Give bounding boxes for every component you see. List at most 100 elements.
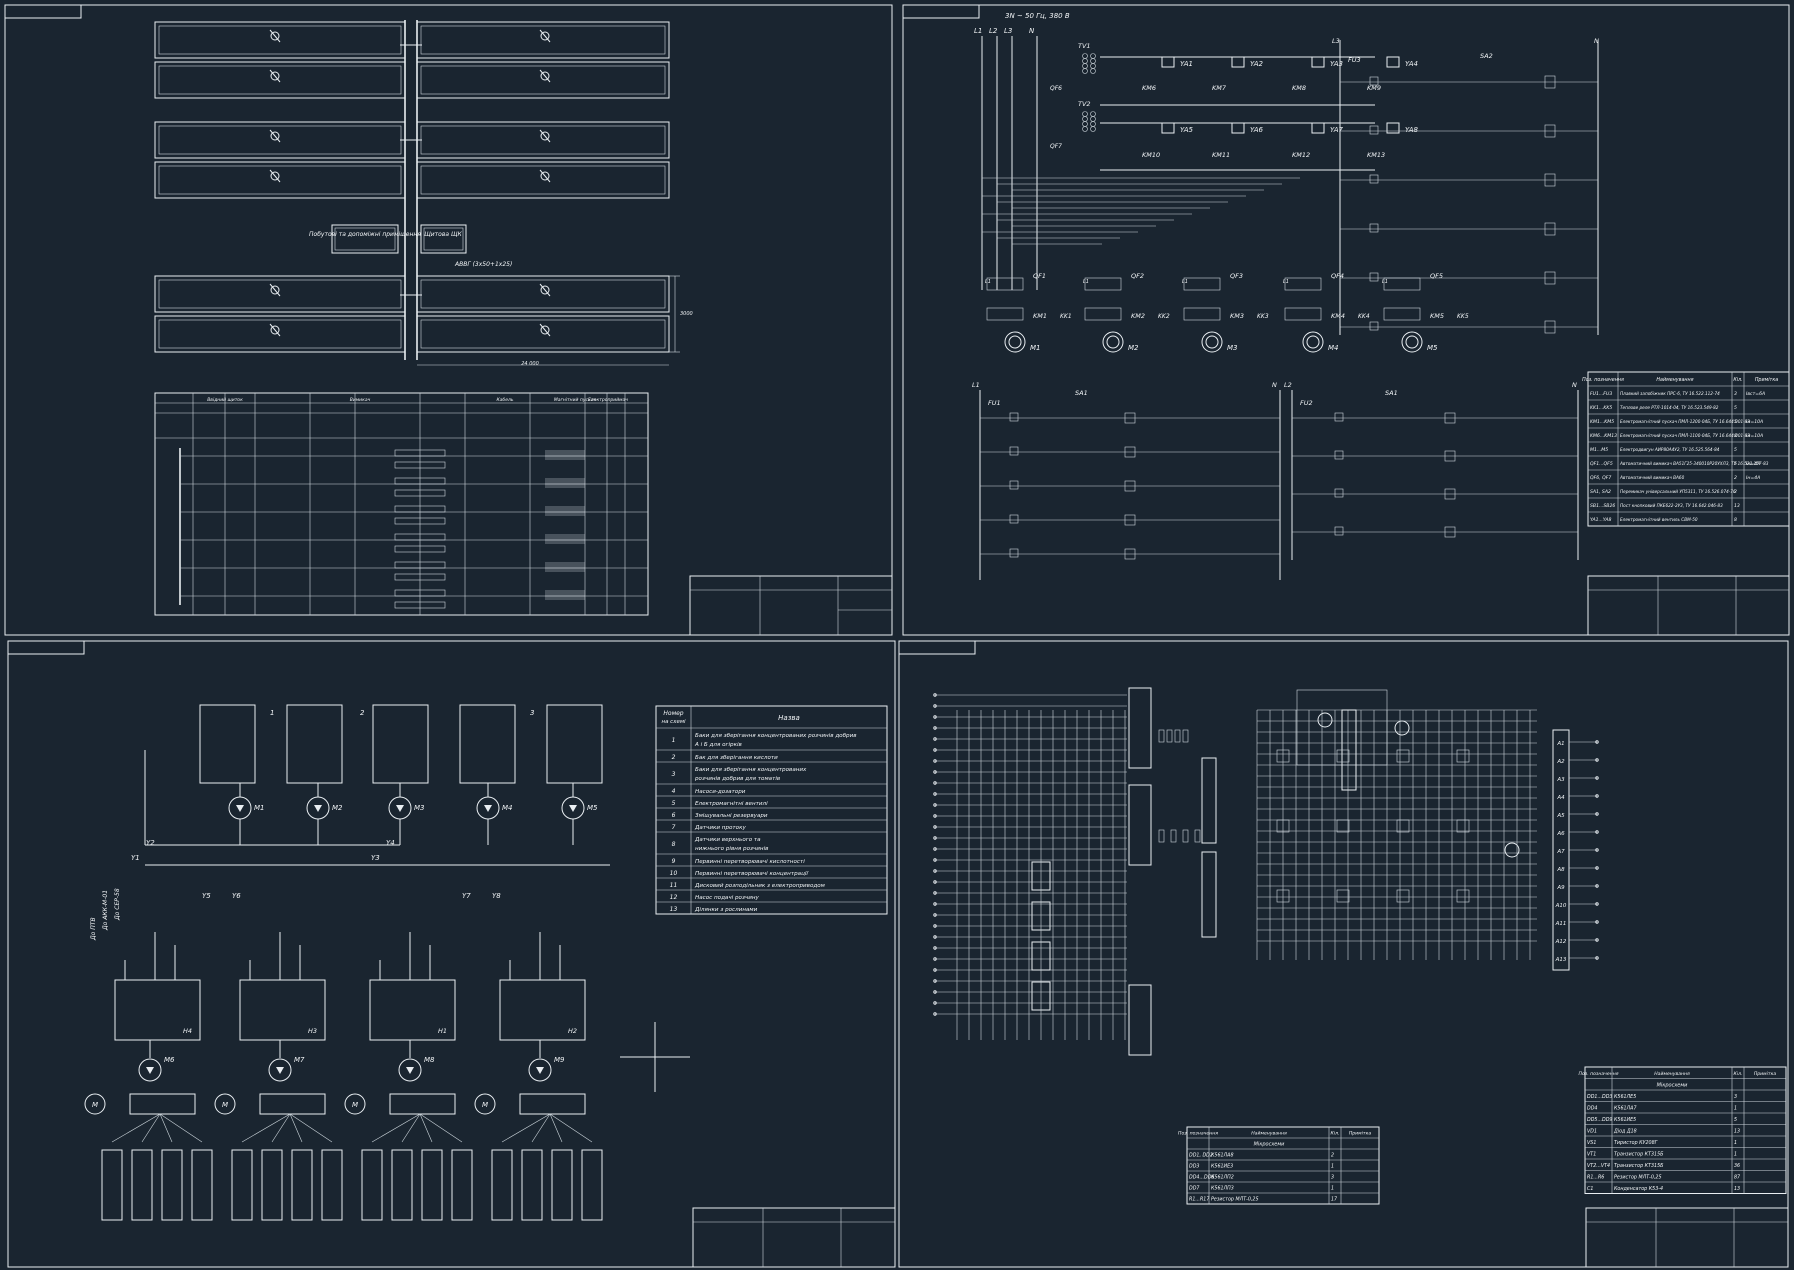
push-button xyxy=(1369,174,1379,184)
disc-distributor xyxy=(259,1093,326,1115)
motor-label: M4 xyxy=(1328,344,1339,352)
phase-label: L1 xyxy=(974,27,982,35)
spec4a-cell: 3 xyxy=(1331,1175,1334,1181)
logic-gate xyxy=(1276,889,1290,903)
starter-cell xyxy=(394,489,446,497)
spec-cell: Пост кнопковий ПКЕ622-2У3, ТУ 16.642.046… xyxy=(1620,503,1723,508)
starter-block xyxy=(986,307,1024,321)
spec-cell: KM6...KM13 xyxy=(1590,433,1617,439)
spec-cell: Iн=4А xyxy=(1746,461,1760,467)
plant-section xyxy=(451,1149,473,1221)
push-button xyxy=(1334,526,1344,536)
legend-num: 11 xyxy=(670,882,678,889)
connector-pin: А12 xyxy=(1555,939,1567,945)
spec-cell: SA1, SA2 xyxy=(1590,489,1611,495)
terminal-label: L1 xyxy=(1083,279,1089,285)
spec4b-cell: К561ЛЕ5 xyxy=(1614,1094,1636,1100)
breaker-label: QF7 xyxy=(1050,143,1062,150)
phase-label: N xyxy=(1272,381,1277,389)
phase-label: L3 xyxy=(1004,27,1012,35)
spec4a-cell: К561ЛП3 xyxy=(1211,1186,1234,1192)
breaker-block xyxy=(1084,277,1122,291)
input-terminal xyxy=(933,814,937,818)
spec-cell: 3 xyxy=(1734,391,1737,397)
valve-label: Y1 xyxy=(131,854,140,862)
spec4a-cell: 2 xyxy=(1331,1153,1334,1159)
legend-name: Дисковий розподільник з електроприводом xyxy=(694,883,826,889)
solution-pump xyxy=(268,1058,292,1082)
contact-label: KM12 xyxy=(1292,151,1310,159)
input-terminal xyxy=(933,1001,937,1005)
phase-label: N xyxy=(1594,37,1599,45)
spec-header: Примітка xyxy=(1755,377,1778,383)
contact-label: KM7 xyxy=(1212,84,1227,92)
resistor xyxy=(1194,829,1201,843)
sheet-floor-plan: Побутові та допоміжні приміщення Щитова … xyxy=(4,4,893,636)
plant-section xyxy=(321,1149,343,1221)
legend-name: Датчики верхнього та xyxy=(694,837,761,843)
storage-tank xyxy=(546,704,603,784)
plant-section xyxy=(161,1149,183,1221)
plant-section xyxy=(231,1149,253,1221)
input-terminal xyxy=(933,979,937,983)
valve-label: Y7 xyxy=(462,892,471,900)
spec4b-cell: 1 xyxy=(1734,1152,1737,1158)
spec4b-cell: DD5...DD9 xyxy=(1587,1117,1612,1123)
input-terminal xyxy=(933,957,937,961)
relay-label: KK4 xyxy=(1358,313,1370,320)
motor-label: M xyxy=(352,1101,358,1109)
push-button xyxy=(1334,488,1344,498)
connector-pin: А8 xyxy=(1556,867,1565,873)
greenhouse-bay-left xyxy=(154,161,406,199)
switch-label: SA2 xyxy=(1480,52,1493,60)
ic-chip xyxy=(1128,984,1152,1056)
spec-cell: KM1...KM5 xyxy=(1590,419,1614,425)
relay-label: KK2 xyxy=(1158,313,1170,320)
motor-label: M xyxy=(92,1101,98,1109)
spec-table-outline xyxy=(1587,371,1790,527)
valve-label: YA5 xyxy=(1180,126,1194,134)
plant-section xyxy=(291,1149,313,1221)
tank-label: Н2 xyxy=(568,1027,577,1035)
breaker-block xyxy=(986,277,1024,291)
resistor xyxy=(1170,829,1177,843)
valve-label: Y2 xyxy=(146,839,155,847)
spec4a-cell: К561ИЕ3 xyxy=(1211,1164,1233,1170)
connector-pin: А11 xyxy=(1555,921,1567,927)
sheet2-title-block xyxy=(1587,575,1790,636)
legend-num: 12 xyxy=(670,894,678,901)
phase-label: L1 xyxy=(972,381,980,389)
legend-num: 3 xyxy=(672,771,676,778)
distributor-motor xyxy=(474,1093,496,1115)
cable-cell xyxy=(394,533,446,541)
phase-label: L2 xyxy=(1284,381,1292,389)
sheet3-title-block xyxy=(692,1207,896,1268)
greenhouse-bay-left xyxy=(154,21,406,59)
relay-coil xyxy=(1544,222,1556,236)
valve-label: YA2 xyxy=(1250,60,1264,68)
breaker-label: QF5 xyxy=(1430,272,1443,280)
push-button xyxy=(1334,450,1344,460)
input-terminal xyxy=(933,858,937,862)
legend-num: 1 xyxy=(672,737,676,744)
motor-label: M2 xyxy=(1128,344,1139,352)
dim-width: 24 000 xyxy=(521,361,539,367)
starter-cell xyxy=(394,545,446,553)
resistor xyxy=(1166,729,1173,743)
legend-name: Ділянки з рослинами xyxy=(694,907,758,913)
spec-cell: 5 xyxy=(1734,419,1737,425)
plant-section xyxy=(421,1149,443,1221)
phase-label: L3 xyxy=(1332,37,1340,45)
spec4b-cell: 5 xyxy=(1734,1117,1737,1123)
relay-label: KK5 xyxy=(1457,313,1469,320)
relay-coil xyxy=(1124,514,1136,526)
spec-cell: 5 xyxy=(1734,447,1737,453)
spec4a-cell: 1 xyxy=(1331,1164,1334,1170)
connector-pin: А10 xyxy=(1555,903,1567,909)
switch-label: SA1 xyxy=(1385,389,1398,397)
sheet3-frame xyxy=(7,640,896,1268)
breaker-label: QF2 xyxy=(1131,272,1144,280)
spec-cell: 8 xyxy=(1734,517,1737,523)
spec4a-outline xyxy=(1186,1126,1380,1205)
legend-num: 5 xyxy=(672,800,676,807)
